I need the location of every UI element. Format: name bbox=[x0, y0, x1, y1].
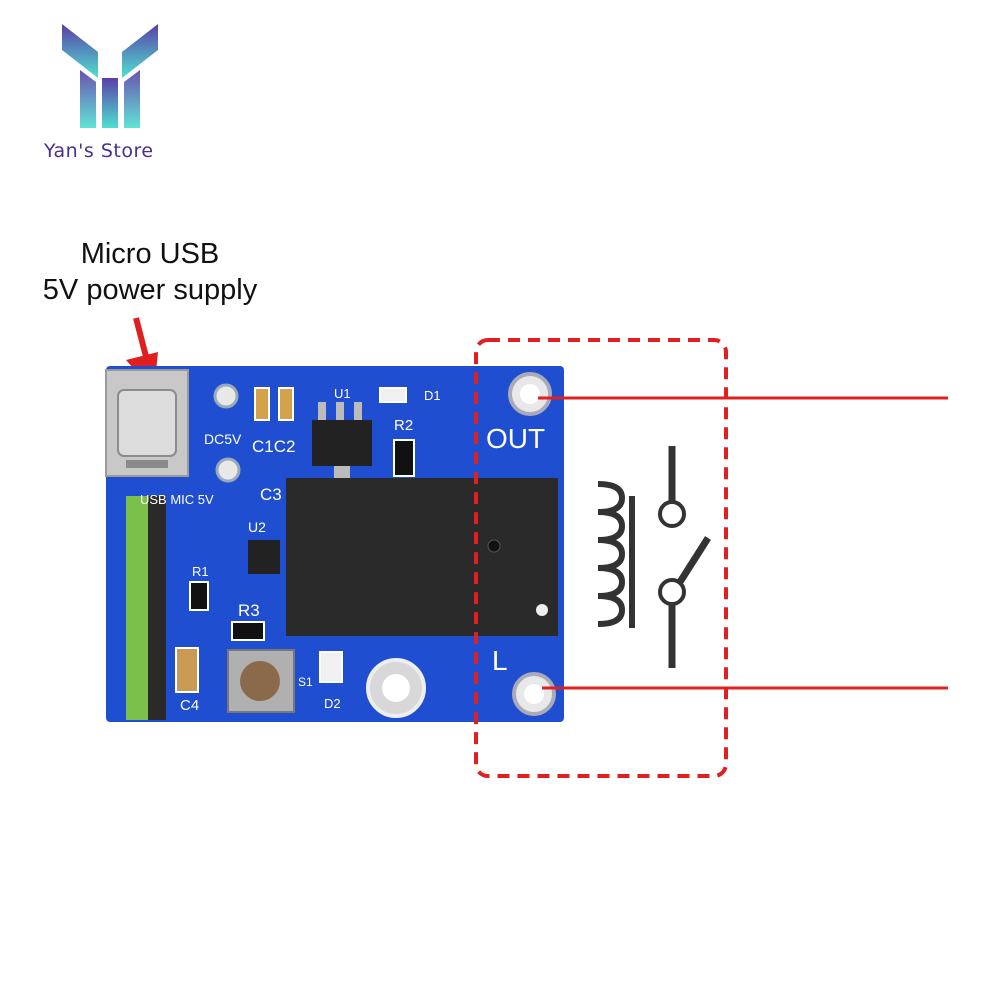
label-u2: U2 bbox=[248, 519, 266, 535]
label-s1: S1 bbox=[298, 675, 313, 689]
store-brand-text: Yan's Store bbox=[44, 140, 154, 162]
label-r1: R1 bbox=[192, 564, 209, 579]
power-caption: Micro USB 5V power supply bbox=[20, 236, 280, 308]
label-r2: R2 bbox=[394, 417, 413, 434]
label-usb-mic: USB MIC 5V bbox=[140, 492, 214, 507]
label-l: L bbox=[492, 645, 508, 676]
label-d1: D1 bbox=[424, 388, 441, 403]
label-r3: R3 bbox=[238, 601, 260, 620]
caption-line-1: Micro USB bbox=[80, 238, 220, 270]
label-out: OUT bbox=[486, 423, 545, 454]
relay-body bbox=[286, 478, 558, 636]
label-dc5v: DC5V bbox=[204, 431, 242, 447]
caption-line-2: 5V power supply bbox=[42, 274, 258, 306]
store-logo-icon bbox=[62, 24, 158, 128]
relay-switch-symbol-icon bbox=[597, 446, 711, 668]
micro-usb-port bbox=[105, 369, 189, 477]
label-c3: C3 bbox=[260, 485, 282, 504]
reset-button bbox=[227, 649, 295, 713]
label-u1: U1 bbox=[334, 386, 351, 401]
terminal-highlight-box bbox=[474, 338, 728, 778]
label-d2: D2 bbox=[324, 696, 341, 711]
label-c1c2: C1C2 bbox=[252, 437, 295, 456]
label-c4: C4 bbox=[180, 697, 199, 714]
